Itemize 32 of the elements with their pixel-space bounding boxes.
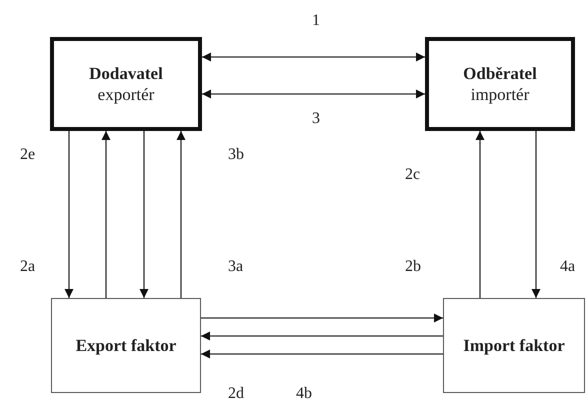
- arrow: [476, 131, 484, 298]
- arrow: [102, 131, 110, 298]
- arrow: [202, 52, 425, 62]
- entity-box: [51, 298, 201, 393]
- arrow: [201, 332, 443, 340]
- flow-number: 3: [312, 110, 320, 128]
- flow-number: 3b: [228, 146, 244, 164]
- flow-number: 3a: [228, 258, 244, 276]
- entity-name: Export faktor: [76, 335, 176, 356]
- entity-box: [50, 37, 202, 131]
- arrow: [201, 350, 443, 358]
- flow-number: 2b: [405, 258, 421, 276]
- entity-name: Odběratel: [463, 63, 537, 84]
- entity-name: Import faktor: [463, 335, 565, 356]
- flow-number: 4b: [296, 385, 312, 403]
- entity-role: importér: [470, 84, 530, 105]
- flow-number: 2c: [405, 166, 420, 184]
- entity-role: exportér: [98, 84, 154, 105]
- entity-box: [425, 37, 575, 131]
- arrow: [532, 131, 540, 298]
- flow-number: 2a: [20, 258, 36, 276]
- entity-name: Dodavatel: [89, 63, 163, 84]
- flow-number: 2d: [228, 385, 244, 403]
- arrow: [201, 314, 443, 322]
- arrow: [176, 131, 186, 298]
- arrow: [64, 131, 74, 298]
- arrow: [202, 90, 425, 98]
- flow-number: 2e: [20, 146, 36, 164]
- flow-number: 1: [312, 12, 320, 30]
- arrow: [140, 131, 148, 298]
- flow-number: 4a: [560, 258, 576, 276]
- entity-box: [443, 298, 585, 393]
